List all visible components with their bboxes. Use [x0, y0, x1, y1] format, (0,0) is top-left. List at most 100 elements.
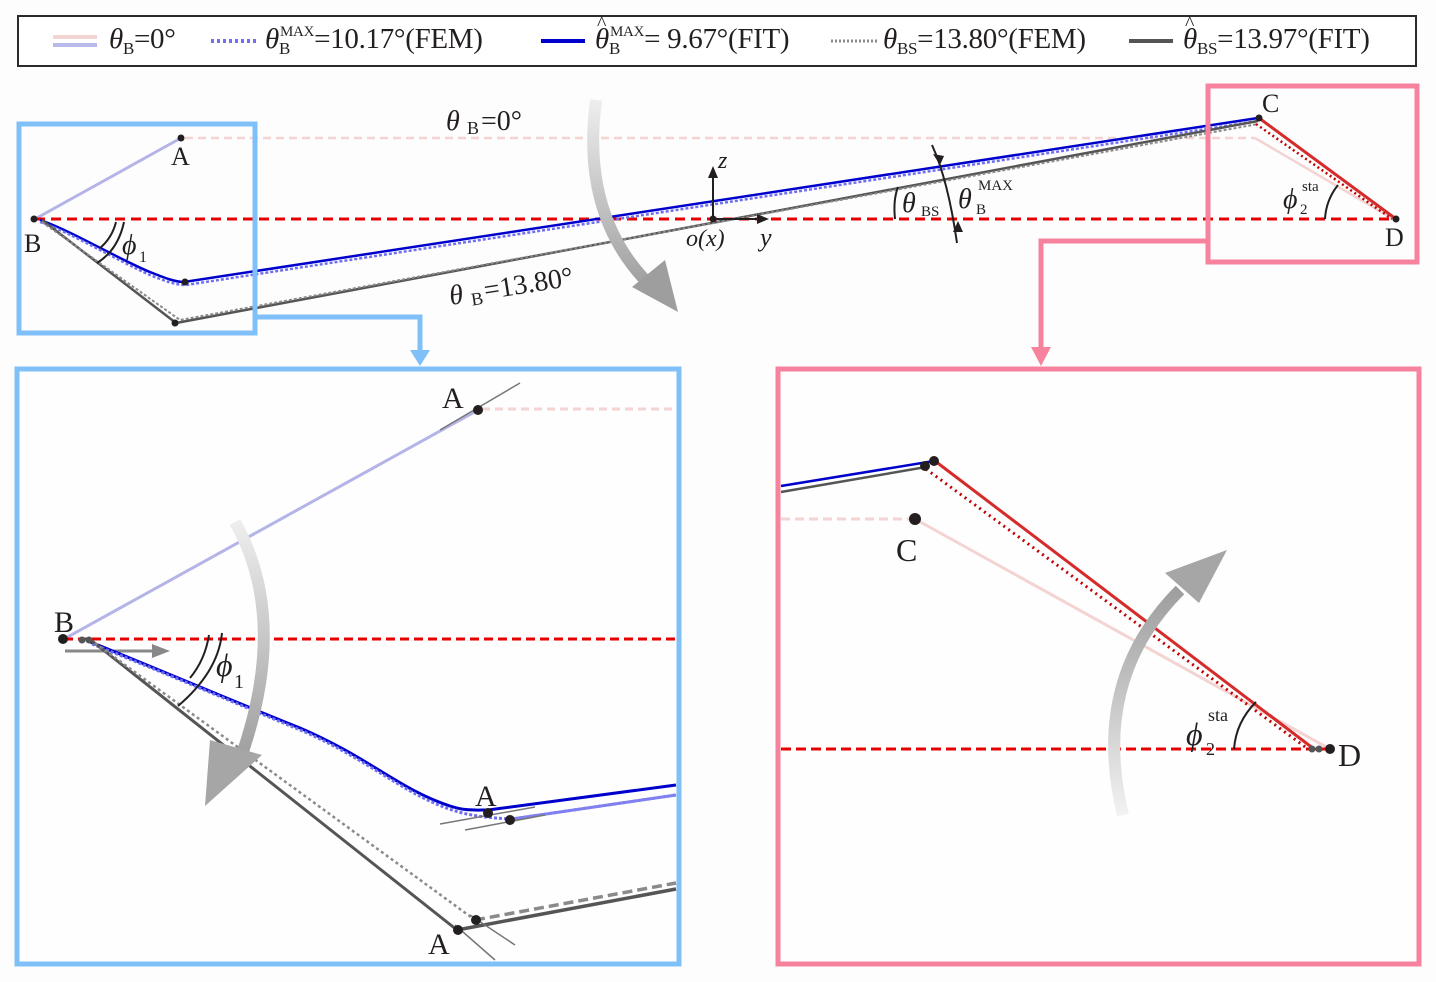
point-a-fem-max	[505, 815, 515, 825]
hat-mark: ^	[1185, 13, 1195, 35]
point-d	[1392, 215, 1400, 223]
point-a-initial	[177, 134, 185, 142]
phi2-arc	[1233, 701, 1257, 750]
fem-max-tail	[511, 793, 677, 821]
left-connector	[255, 314, 423, 355]
phi1-arc-outer	[177, 632, 223, 707]
legend-label: θBMAX=10.17°(FEM)	[265, 23, 483, 59]
theta-max-arc	[931, 144, 958, 244]
theta-max-sup: MAX	[978, 178, 1013, 194]
point-a-initial	[473, 405, 483, 415]
point-b-max	[85, 636, 93, 644]
legend-swatch-fit-max	[541, 39, 585, 43]
label-a-top: A	[442, 382, 464, 415]
legend-value: =13.97°(FIT)	[1217, 23, 1370, 55]
legend-label: ^θBS=13.97°(FIT)	[1183, 13, 1370, 59]
legend-value: = 9.67°(FIT)	[644, 23, 790, 55]
right-connector-arrowhead	[1031, 347, 1051, 366]
legend-item-theta-max-fit: ^θBMAX= 9.67°(FIT)	[539, 13, 790, 65]
phi1-subscript: 1	[234, 671, 244, 693]
rotation-arrow-body	[1108, 585, 1185, 817]
link-cd	[1258, 116, 1397, 221]
theta-zero-sub: B	[467, 118, 479, 138]
phi1-arc-inner	[99, 221, 117, 249]
superscript: MAX	[610, 24, 645, 40]
point-d-bs	[1308, 745, 1316, 753]
point-c-bs	[920, 461, 930, 471]
theta-bs-symbol: θ	[902, 188, 916, 219]
fit-bs-line	[780, 465, 927, 494]
legend-value: =0°	[134, 23, 176, 55]
fit-bs-line	[91, 639, 458, 932]
phi1-arc-outer	[96, 221, 125, 264]
rotation-arrow-head	[205, 740, 262, 806]
label-a: A	[171, 142, 190, 171]
fit-max-curve	[87, 639, 677, 812]
theta-1380-sub: B	[470, 288, 485, 310]
legend-swatch-fit-bs	[1129, 39, 1173, 43]
rotation-arrow-body	[587, 99, 660, 295]
theta-hat: ^θ	[595, 13, 609, 56]
phi2-symbol: ϕ	[1186, 716, 1203, 752]
right-zoom-frame	[775, 366, 1422, 967]
link-cd	[934, 459, 1315, 751]
label-d: D	[1338, 737, 1361, 773]
legend-label: ^θBMAX= 9.67°(FIT)	[595, 13, 790, 59]
legend-swatch-fem-max	[211, 39, 259, 43]
z-axis-label: z	[717, 148, 728, 174]
theta-max-sub: B	[976, 202, 986, 218]
label-c: C	[896, 532, 917, 568]
link-cd-fem	[1255, 122, 1393, 221]
subscript: B	[608, 39, 620, 58]
legend-item-theta-max-fem: θBMAX=10.17°(FEM)	[209, 17, 483, 65]
phi1-symbol: ϕ	[216, 647, 233, 683]
y-axis-label: y	[757, 223, 772, 252]
subscript: B	[278, 39, 290, 58]
phi1-symbol: ϕ	[122, 230, 137, 261]
hat-mark: ^	[597, 13, 607, 35]
left-connector-arrowhead	[410, 350, 430, 366]
legend: θB=0° θBMAX=10.17°(FEM) ^θBMAX= 9.67°(FI…	[17, 13, 1417, 67]
phi2-sup: sta	[1302, 179, 1319, 195]
fit-max-curve	[39, 116, 1259, 284]
theta-symbol: θ	[1183, 23, 1197, 55]
label-a-mid: A	[475, 780, 497, 813]
theta-symbol: θ	[109, 23, 123, 55]
point-c-fit	[929, 456, 939, 466]
phi2-symbol: ϕ	[1283, 184, 1298, 215]
initial-link-cd	[1254, 136, 1396, 222]
legend-value: =13.80°(FEM)	[917, 23, 1086, 55]
label-d: D	[1385, 223, 1404, 252]
phi2-sup: sta	[1208, 705, 1228, 725]
fem-bs-line	[94, 641, 476, 922]
left-highlight-frame	[16, 121, 258, 336]
theta-1380-symbol: θ	[447, 279, 466, 312]
point-b	[30, 215, 38, 223]
label-b: B	[54, 606, 74, 639]
origin-label: o(x)	[686, 226, 725, 252]
phi2-arc	[1324, 184, 1339, 220]
point-a-fem-bs	[471, 915, 481, 925]
subscript: BS	[1196, 39, 1218, 58]
fit-max-line	[780, 459, 935, 488]
theta-symbol: θ	[883, 23, 897, 55]
phi1-subscript: 1	[139, 249, 147, 266]
legend-value: =10.17°(FEM)	[314, 23, 483, 55]
y-axis-arrowhead	[757, 214, 769, 224]
link-cd-fem	[925, 467, 1309, 751]
right-zoom-panel: ϕ 2 sta C D	[775, 366, 1422, 967]
theta-1380-value: =13.80°	[482, 262, 576, 307]
point-d-max	[1315, 745, 1323, 753]
point-a-max	[181, 278, 189, 286]
fem-bs-tail	[474, 881, 677, 922]
legend-swatch-fem-bs	[831, 39, 879, 43]
superscript: MAX	[280, 24, 315, 40]
legend-label: θBS=13.80°(FEM)	[883, 23, 1086, 59]
theta-max-arrow-top	[933, 154, 944, 165]
overview-panel: A B C D ϕ 1 θ B =0° θ B =13.80° z y o(x)…	[16, 83, 1420, 366]
legend-label: θB=0°	[109, 23, 176, 59]
theta-symbol: θ	[595, 23, 609, 55]
theta-bs-arc	[893, 186, 899, 220]
phi2-sub: 2	[1300, 202, 1308, 218]
